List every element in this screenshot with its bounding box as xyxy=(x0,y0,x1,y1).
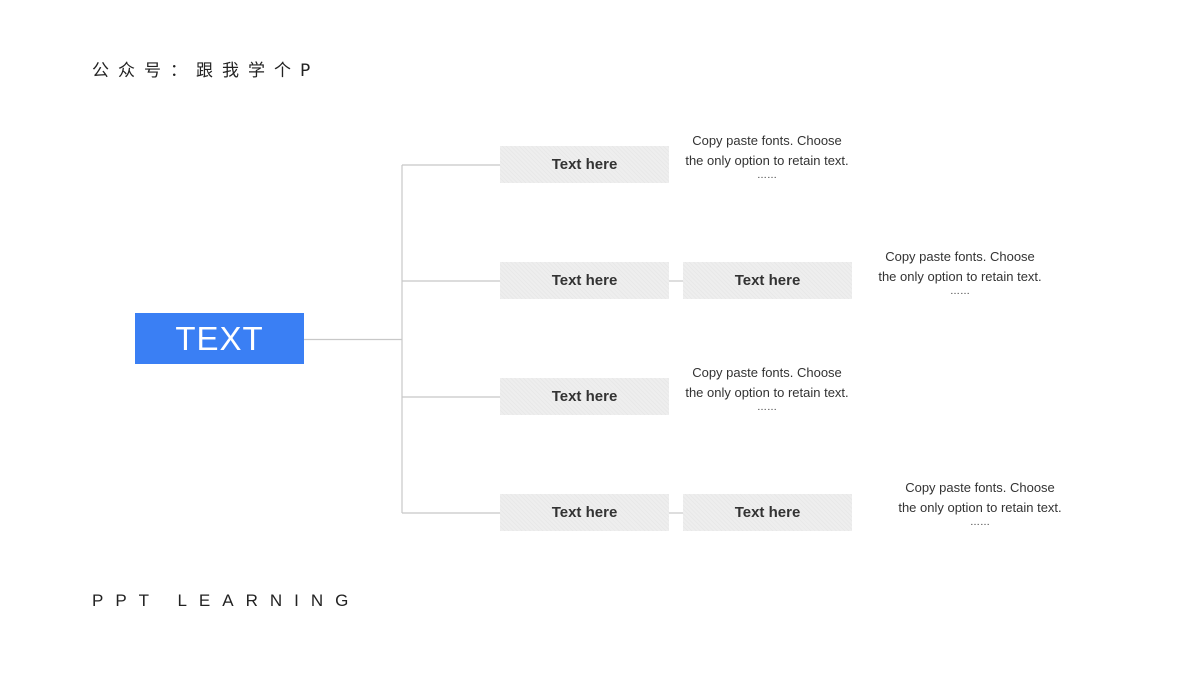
branch-2-node-1: Text here xyxy=(500,262,669,299)
root-node: TEXT xyxy=(135,313,304,364)
branch-1-node-1: Text here xyxy=(500,146,669,183)
branch-1-description: Copy paste fonts. Choose the only option… xyxy=(682,131,852,182)
header-title: 公众号：跟我学个P xyxy=(92,61,320,81)
description-ellipsis: …… xyxy=(970,517,990,528)
node-label: Text here xyxy=(734,504,801,521)
root-label: TEXT xyxy=(175,319,264,357)
node-label: Text here xyxy=(551,388,618,405)
branch-4-description: Copy paste fonts. Choose the only option… xyxy=(895,478,1065,529)
description-text: Copy paste fonts. Choose the only option… xyxy=(685,365,849,400)
description-ellipsis: …… xyxy=(757,402,777,413)
branch-2-description: Copy paste fonts. Choose the only option… xyxy=(875,247,1045,298)
branch-3-description: Copy paste fonts. Choose the only option… xyxy=(682,363,852,414)
branch-3-node-1: Text here xyxy=(500,378,669,415)
node-label: Text here xyxy=(551,504,618,521)
node-label: Text here xyxy=(551,156,618,173)
branch-4-node-2: Text here xyxy=(683,494,852,531)
description-ellipsis: …… xyxy=(757,170,777,181)
description-text: Copy paste fonts. Choose the only option… xyxy=(685,133,849,168)
branch-2-node-2: Text here xyxy=(683,262,852,299)
description-text: Copy paste fonts. Choose the only option… xyxy=(898,480,1062,515)
node-label: Text here xyxy=(551,272,618,289)
node-label: Text here xyxy=(734,272,801,289)
branch-4-node-1: Text here xyxy=(500,494,669,531)
description-ellipsis: …… xyxy=(950,286,970,297)
footer-title: PPT LEARNING xyxy=(92,591,361,610)
description-text: Copy paste fonts. Choose the only option… xyxy=(878,249,1042,284)
